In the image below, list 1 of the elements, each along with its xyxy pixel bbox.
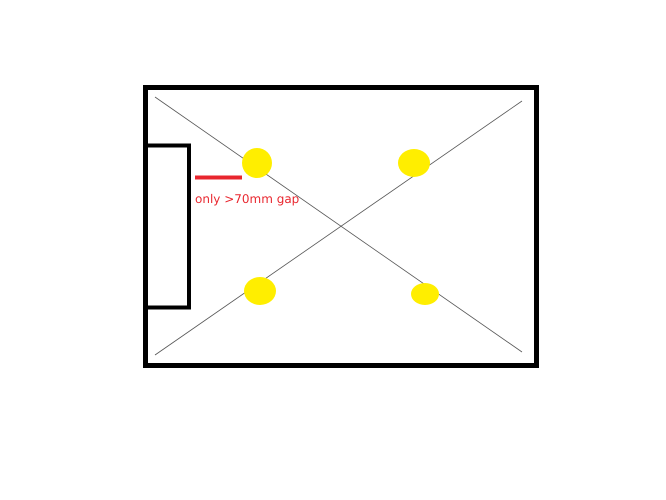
gap-note: only >70mm gap (195, 192, 300, 206)
